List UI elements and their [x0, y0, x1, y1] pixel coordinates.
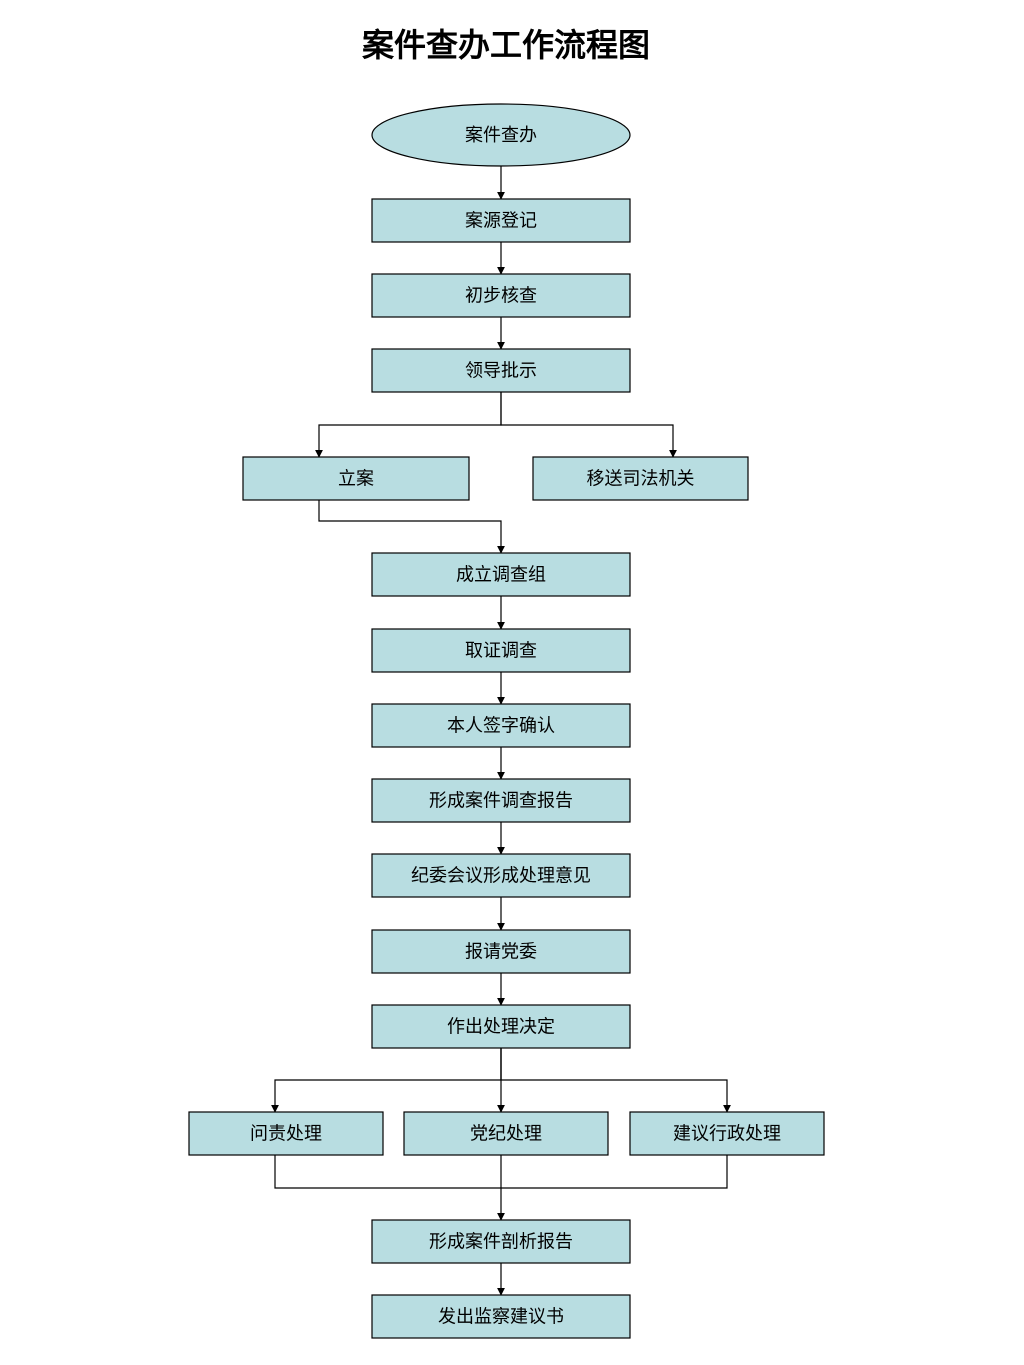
edge-make-decision-to-admin-suggestion — [500, 1048, 731, 1113]
node-shape — [403, 1111, 609, 1156]
node-accountability: 问责处理 — [188, 1111, 384, 1156]
node-label: 成立调查组 — [456, 565, 546, 586]
edge-leader-instruction-to-file-case — [315, 392, 502, 458]
node-sign-confirm: 本人签字确认 — [371, 703, 631, 748]
node-label: 作出处理决定 — [447, 1017, 555, 1038]
node-shape — [371, 1219, 631, 1264]
node-shape — [371, 929, 631, 974]
node-label: 建议行政处理 — [673, 1124, 781, 1145]
edges-layer — [271, 166, 731, 1296]
node-label: 报请党委 — [465, 942, 537, 963]
node-leader-instruction: 领导批示 — [371, 348, 631, 393]
node-label: 移送司法机关 — [587, 469, 695, 490]
node-evidence-investigation: 取证调查 — [371, 628, 631, 673]
edge-make-decision-to-accountability — [271, 1048, 502, 1113]
edge-file-case-to-form-team — [318, 500, 505, 554]
node-investigation-report: 形成案件调查报告 — [371, 778, 631, 823]
node-label: 案源登记 — [465, 211, 537, 232]
node-label: 纪委会议形成处理意见 — [411, 866, 591, 887]
node-shape — [371, 552, 631, 597]
node-label: 领导批示 — [465, 361, 537, 382]
node-shape — [371, 853, 631, 898]
node-form-team: 成立调查组 — [371, 552, 631, 597]
node-shape — [188, 1111, 384, 1156]
node-make-decision: 作出处理决定 — [371, 1004, 631, 1049]
node-party-discipline: 党纪处理 — [403, 1111, 609, 1156]
node-supervision-letter: 发出监察建议书 — [371, 1294, 631, 1339]
node-committee-opinion: 纪委会议形成处理意见 — [371, 853, 631, 898]
node-shape — [371, 1294, 631, 1339]
node-report-party-committee: 报请党委 — [371, 929, 631, 974]
node-shape — [371, 1004, 631, 1049]
node-file-case: 立案 — [242, 456, 470, 501]
node-label: 本人签字确认 — [447, 716, 555, 737]
node-shape — [371, 628, 631, 673]
node-label: 形成案件剖析报告 — [429, 1232, 573, 1253]
node-label: 初步核查 — [465, 286, 537, 307]
node-shape — [371, 198, 631, 243]
diagram-title: 案件查办工作流程图 — [362, 26, 650, 64]
edge-admin-suggestion-to-analysis-report — [501, 1155, 728, 1189]
edge-leader-instruction-to-transfer-judicial — [500, 392, 677, 458]
node-shape — [371, 103, 631, 167]
node-shape — [242, 456, 470, 501]
node-shape — [629, 1111, 825, 1156]
node-start: 案件查办 — [371, 103, 631, 167]
node-transfer-judicial: 移送司法机关 — [532, 456, 749, 501]
node-label: 党纪处理 — [470, 1124, 542, 1145]
node-label: 发出监察建议书 — [438, 1307, 564, 1328]
node-shape — [371, 273, 631, 318]
node-shape — [371, 348, 631, 393]
edge-accountability-to-analysis-report — [274, 1155, 501, 1189]
node-shape — [532, 456, 749, 501]
node-label: 问责处理 — [250, 1124, 322, 1145]
node-label: 形成案件调查报告 — [429, 791, 573, 812]
node-shape — [371, 778, 631, 823]
node-label: 案件查办 — [465, 125, 537, 146]
node-label: 立案 — [338, 469, 374, 490]
node-case-register: 案源登记 — [371, 198, 631, 243]
node-preliminary-check: 初步核查 — [371, 273, 631, 318]
node-analysis-report: 形成案件剖析报告 — [371, 1219, 631, 1264]
node-label: 取证调查 — [465, 641, 537, 662]
node-admin-suggestion: 建议行政处理 — [629, 1111, 825, 1156]
node-shape — [371, 703, 631, 748]
